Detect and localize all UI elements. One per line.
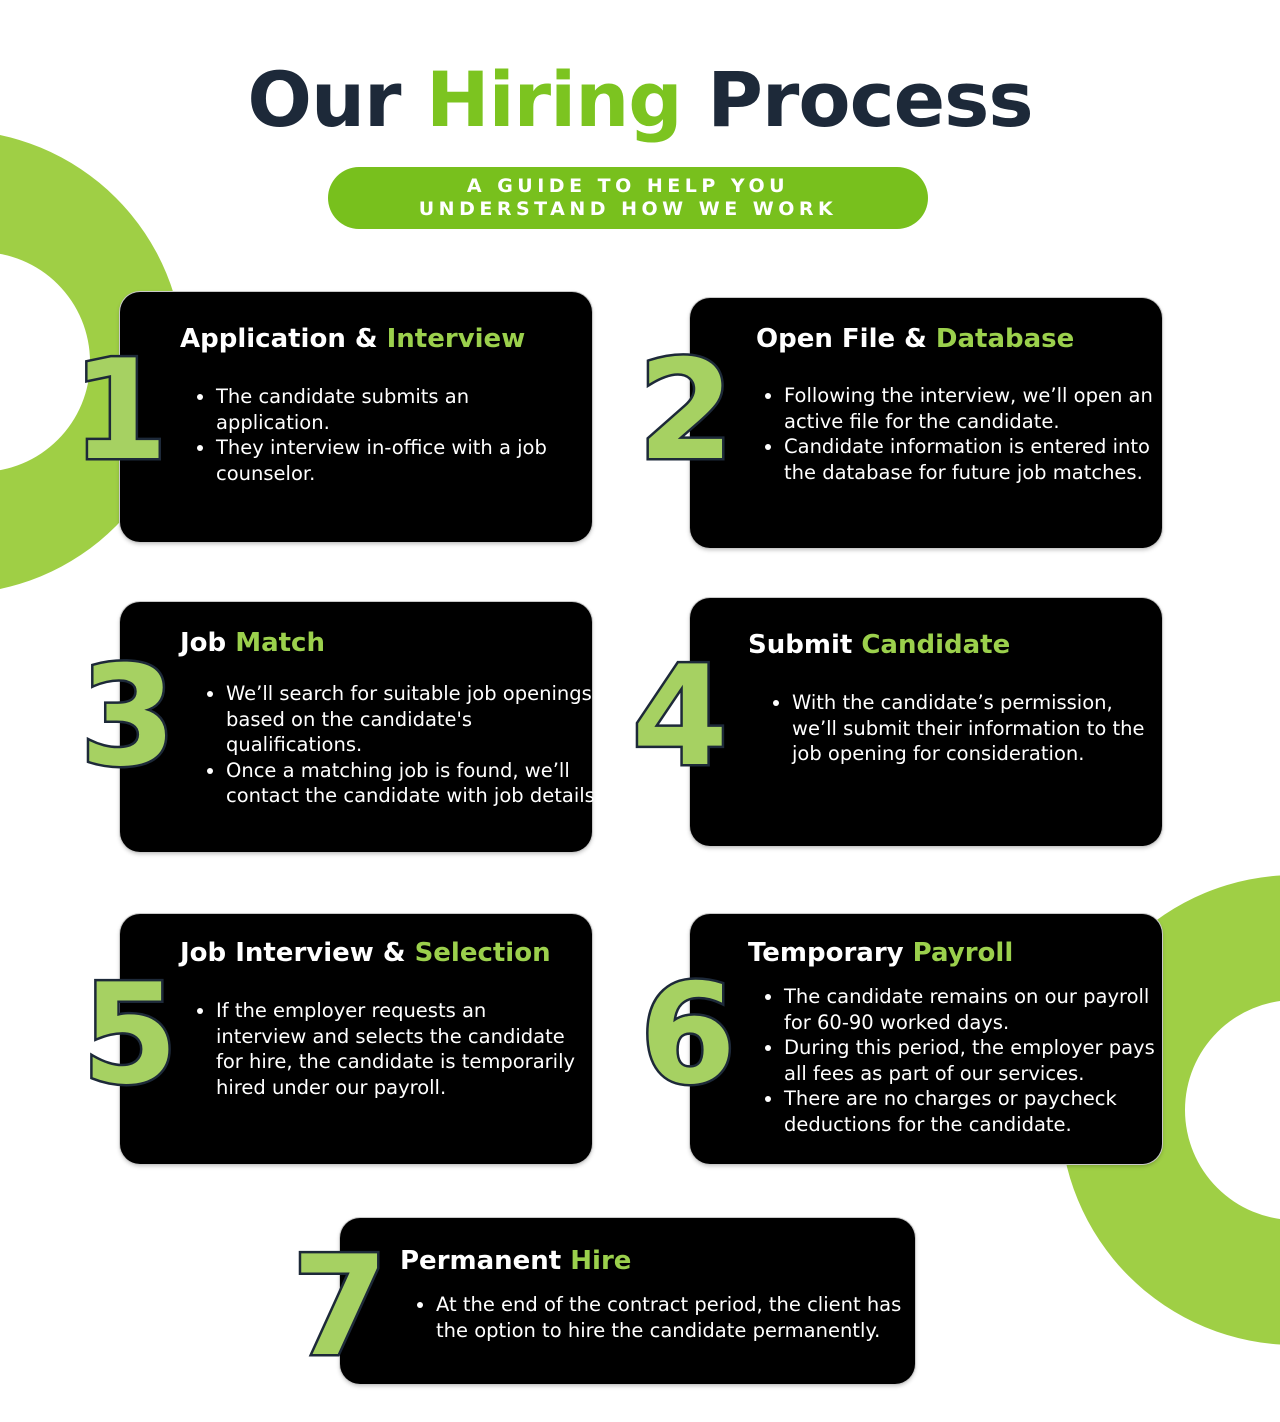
list-item: Candidate information is entered into th… — [784, 434, 1166, 485]
step-title: Application & Interview — [180, 326, 525, 352]
page-title: Our Hiring Process — [0, 62, 1280, 138]
title-part-1: Our — [247, 55, 401, 144]
step-title-accent: Match — [235, 628, 325, 658]
step-title-main: Job Interview & — [180, 938, 415, 968]
step-bullets: We’ll search for suitable job openings b… — [204, 681, 606, 809]
step-card-7: Permanent Hire At the end of the contrac… — [340, 1218, 915, 1384]
step-card-4: Submit Candidate With the candidate’s pe… — [690, 598, 1162, 846]
subtitle-line-1: A GUIDE TO HELP YOU — [466, 175, 790, 197]
step-number-3: 3 — [77, 636, 178, 797]
step-title-main: Permanent — [400, 1246, 571, 1276]
step-number-1: 1 — [69, 330, 170, 491]
step-title-accent: Payroll — [912, 938, 1014, 968]
step-title-accent: Hire — [570, 1246, 632, 1276]
step-bullets: The candidate remains on our payroll for… — [762, 984, 1168, 1138]
step-card-6: Temporary Payroll The candidate remains … — [690, 914, 1162, 1164]
step-title: Open File & Database — [756, 326, 1074, 352]
list-item: The candidate submits an application. — [216, 384, 576, 435]
step-bullets: At the end of the contract period, the c… — [414, 1292, 906, 1343]
step-title: Permanent Hire — [400, 1248, 631, 1274]
step-bullets: If the employer requests an interview an… — [194, 998, 576, 1100]
step-number-2: 2 — [635, 330, 736, 491]
list-item: There are no charges or paycheck deducti… — [784, 1086, 1168, 1137]
list-item: We’ll search for suitable job openings b… — [226, 681, 606, 758]
list-item: With the candidate’s permission, we’ll s… — [792, 690, 1152, 767]
step-title: Job Match — [180, 630, 325, 656]
list-item: If the employer requests an interview an… — [216, 998, 576, 1100]
list-item: Following the interview, we’ll open an a… — [784, 383, 1166, 434]
step-title-main: Submit — [748, 630, 862, 660]
subtitle-pill: A GUIDE TO HELP YOU UNDERSTAND HOW WE WO… — [328, 167, 928, 229]
step-card-1: Application & Interview The candidate su… — [120, 292, 592, 542]
step-title: Temporary Payroll — [748, 940, 1013, 966]
step-title: Job Interview & Selection — [180, 940, 551, 966]
list-item: They interview in-office with a job coun… — [216, 435, 576, 486]
step-title-accent: Database — [935, 324, 1075, 354]
step-bullets: Following the interview, we’ll open an a… — [762, 383, 1166, 485]
subtitle-line-2: UNDERSTAND HOW WE WORK — [418, 198, 838, 220]
list-item: At the end of the contract period, the c… — [436, 1292, 906, 1343]
step-bullets: The candidate submits an application. Th… — [194, 384, 576, 486]
step-title-accent: Selection — [414, 938, 551, 968]
list-item: The candidate remains on our payroll for… — [784, 984, 1168, 1035]
step-title-accent: Candidate — [861, 630, 1011, 660]
step-title-main: Temporary — [748, 938, 913, 968]
step-title-main: Application & — [180, 324, 387, 354]
step-card-3: Job Match We’ll search for suitable job … — [120, 602, 601, 852]
list-item: Once a matching job is found, we’ll cont… — [226, 758, 606, 809]
step-card-5: Job Interview & Selection If the employe… — [120, 914, 592, 1164]
title-accent: Hiring — [426, 55, 683, 144]
step-number-5: 5 — [79, 954, 180, 1115]
step-title: Submit Candidate — [748, 632, 1010, 658]
step-number-6: 6 — [637, 954, 738, 1115]
step-title-accent: Interview — [386, 324, 526, 354]
step-number-4: 4 — [629, 636, 730, 797]
step-bullets: With the candidate’s permission, we’ll s… — [770, 690, 1152, 767]
step-title-main: Open File & — [756, 324, 936, 354]
title-part-2: Process — [707, 55, 1033, 144]
step-number-7: 7 — [289, 1226, 390, 1387]
step-title-main: Job — [180, 628, 236, 658]
list-item: During this period, the employer pays al… — [784, 1035, 1168, 1086]
step-card-2: Open File & Database Following the inter… — [690, 298, 1162, 548]
